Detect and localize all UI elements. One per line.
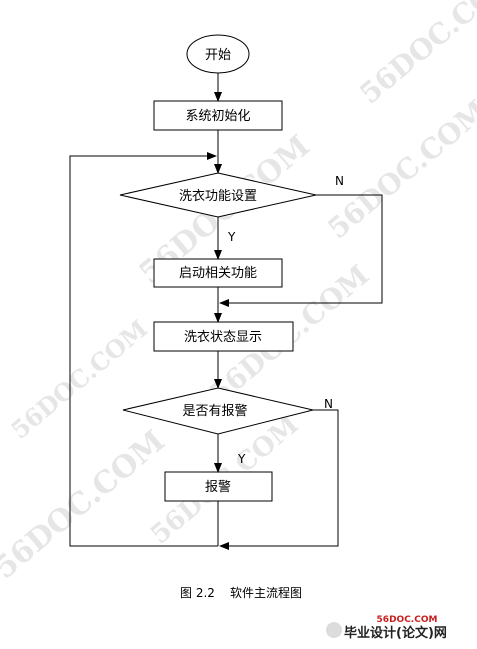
yes-label: Y <box>227 230 236 244</box>
watermark-text: 56DOC.COM <box>321 94 477 246</box>
logo-emblem-icon <box>326 622 342 638</box>
display-status-box <box>153 321 294 352</box>
figure-number: 图 2.2 <box>180 586 215 600</box>
watermark-text: 56DOC.COM <box>353 0 477 110</box>
site-small-text: 56DOC.COM <box>377 615 438 625</box>
init-box <box>153 100 283 131</box>
edge-loop-back <box>69 152 218 547</box>
start-function-label: 启动相关功能 <box>179 266 257 281</box>
display-status-label: 洗衣状态显示 <box>184 329 262 345</box>
init-label: 系统初始化 <box>185 109 250 124</box>
edge-setting-no <box>219 194 383 307</box>
alarm-decision-label: 是否有报警 <box>182 403 247 419</box>
edge-alarm-no <box>219 409 339 550</box>
site-big-text: 毕业设计(论文)网 <box>344 625 447 641</box>
watermark-text: 56DOC.COM <box>0 424 172 586</box>
watermark-text: 56DOC.COM <box>5 314 153 445</box>
yes-label: Y <box>237 452 246 466</box>
no-label: N <box>324 397 333 411</box>
start-label: 开始 <box>205 48 231 63</box>
start-function-box <box>153 258 283 288</box>
connectors <box>69 73 383 550</box>
figure-title: 软件主流程图 <box>230 585 302 600</box>
no-label: N <box>335 174 344 188</box>
alarm-label: 报警 <box>205 479 231 495</box>
setting-decision-label: 洗衣功能设置 <box>179 188 257 204</box>
site-logo: 56DOC.COM 毕业设计(论文)网 <box>326 615 447 641</box>
